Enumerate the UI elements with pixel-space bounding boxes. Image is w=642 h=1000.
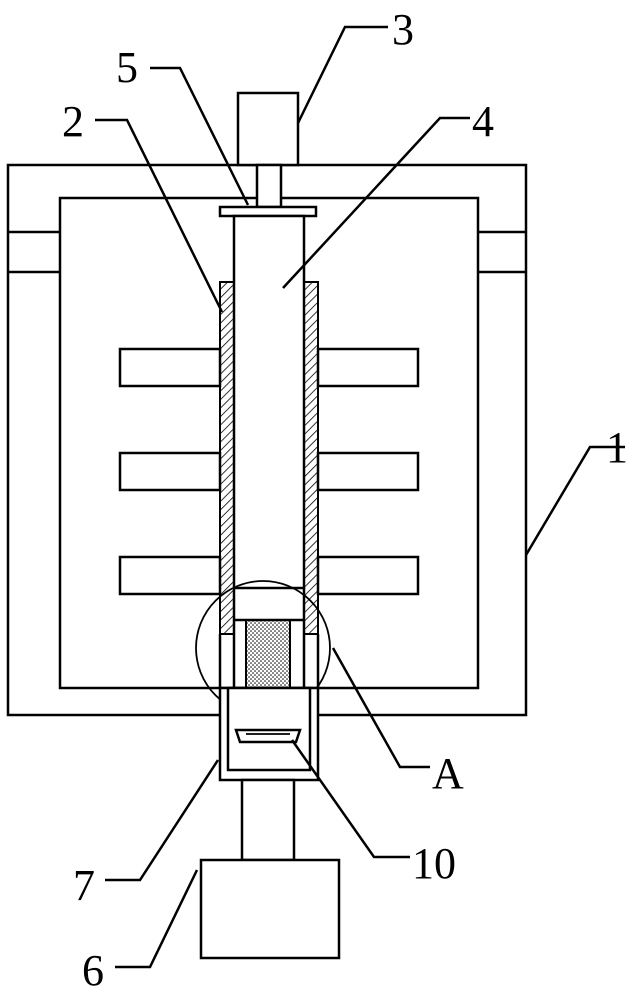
label-5: 5 bbox=[116, 43, 138, 92]
label-2: 2 bbox=[62, 97, 84, 146]
bottom-housing bbox=[218, 686, 320, 782]
label-a: A bbox=[432, 749, 464, 798]
label-6: 6 bbox=[82, 946, 104, 995]
central-shaft bbox=[232, 214, 306, 590]
mixing-blades bbox=[118, 347, 420, 596]
label-10: 10 bbox=[412, 839, 456, 888]
label-7: 7 bbox=[73, 861, 95, 910]
bearing-flange bbox=[218, 205, 318, 218]
leader-lines bbox=[95, 25, 625, 969]
filter-section bbox=[218, 588, 320, 689]
label-3: 3 bbox=[392, 5, 414, 54]
base-motor bbox=[199, 778, 341, 960]
label-4: 4 bbox=[472, 97, 494, 146]
label-1: 1 bbox=[606, 423, 628, 472]
top-motor bbox=[236, 91, 300, 209]
